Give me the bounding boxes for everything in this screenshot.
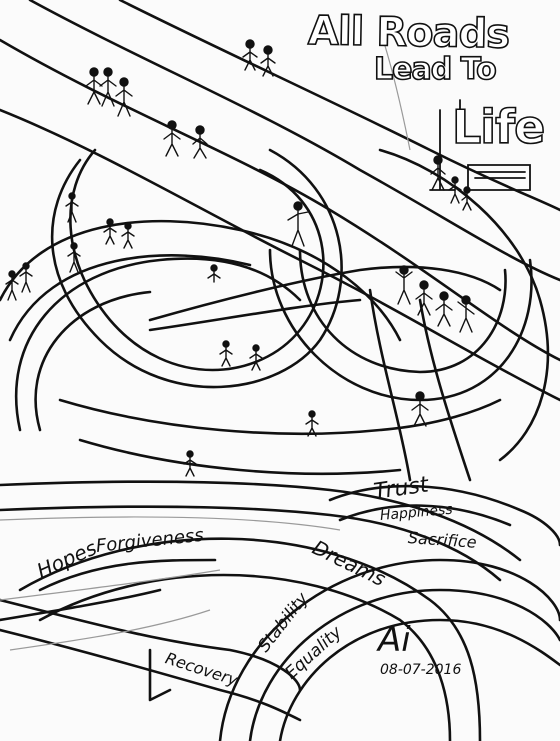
person-figure [65, 192, 79, 223]
person-figure [260, 45, 276, 77]
drawing-date: 08-07-2016 [380, 662, 462, 678]
person-figure [5, 270, 19, 301]
person-figure [430, 155, 446, 191]
title-all-roads: All Roads [307, 7, 510, 58]
person-figure [249, 344, 263, 371]
person-figure [207, 264, 221, 283]
person-figure [415, 280, 433, 316]
person-figure [287, 201, 309, 247]
person-figure [183, 450, 197, 477]
person-figure [163, 120, 181, 157]
person-figure [121, 222, 135, 249]
person-figure [242, 39, 258, 71]
person-figure [411, 391, 429, 427]
person-figure [19, 262, 33, 293]
person-figure [461, 186, 473, 211]
person-figure [305, 410, 319, 437]
title-lead-to: Lead To [373, 51, 497, 88]
person-figure [395, 265, 413, 305]
person-figure [85, 67, 103, 105]
person-figure [192, 125, 208, 159]
person-figure [67, 242, 81, 273]
person-figure [219, 340, 233, 367]
person-figure [457, 295, 475, 333]
person-figure [103, 218, 117, 245]
title-life: Life [451, 99, 546, 155]
person-figure [448, 176, 462, 204]
signature: Ai [378, 620, 411, 660]
person-figure [435, 291, 453, 327]
person-figure [99, 67, 117, 107]
person-figure [115, 77, 133, 117]
